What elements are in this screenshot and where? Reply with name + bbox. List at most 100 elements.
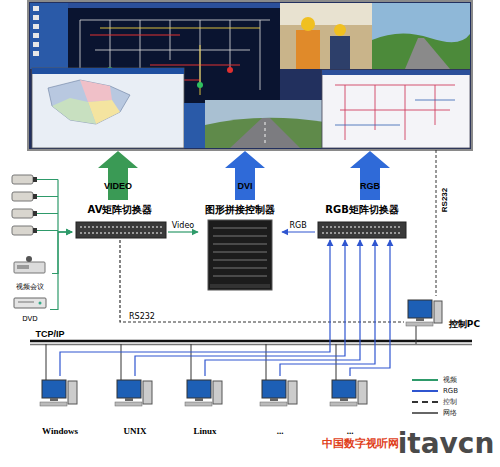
computer-symbol bbox=[125, 398, 133, 401]
matrix-switcher: RGB矩阵切换器 bbox=[315, 204, 409, 240]
video-wall bbox=[33, 33, 39, 38]
source-device: DVD bbox=[10, 295, 50, 324]
legend-swatch bbox=[412, 412, 438, 414]
camera-symbol bbox=[33, 177, 37, 182]
computer-symbol bbox=[330, 402, 357, 406]
video-wall bbox=[230, 118, 300, 148]
camera-symbol bbox=[12, 192, 33, 201]
matrix-switcher bbox=[76, 222, 166, 238]
legend-label: 视频 bbox=[443, 375, 457, 385]
splicing-controller bbox=[208, 220, 272, 290]
camera-symbol bbox=[12, 175, 37, 235]
video-wall bbox=[372, 3, 470, 69]
video-wall bbox=[372, 33, 470, 69]
video-wall bbox=[205, 100, 325, 148]
connector-label: Video bbox=[172, 221, 194, 230]
legend-swatch bbox=[412, 401, 438, 403]
node-label: Linux bbox=[193, 427, 216, 437]
node-label: 图形拼接控制器 bbox=[205, 204, 275, 215]
signal-arrow bbox=[350, 151, 390, 200]
video-wall bbox=[184, 103, 205, 148]
signal-label: VIDEO bbox=[104, 181, 132, 191]
computer-symbol bbox=[195, 398, 203, 401]
computer-symbol bbox=[187, 380, 211, 398]
conference-device bbox=[26, 256, 32, 262]
video-wall bbox=[28, 1, 472, 150]
camera-symbol bbox=[12, 175, 33, 184]
workstation: Windows bbox=[35, 376, 85, 437]
video-wall bbox=[33, 51, 39, 56]
node-label: RGB矩阵切换器 bbox=[325, 204, 399, 215]
signal-line bbox=[282, 231, 315, 232]
computer-symbol bbox=[213, 381, 222, 404]
signal-arrow bbox=[225, 151, 265, 200]
connector-label: RS232 bbox=[129, 312, 155, 321]
dvd-player bbox=[39, 302, 42, 305]
signal-line bbox=[350, 240, 390, 376]
video-wall bbox=[265, 122, 266, 146]
legend-row: 网络 bbox=[412, 407, 494, 418]
video-wall bbox=[80, 80, 112, 102]
matrix-switcher bbox=[80, 227, 162, 233]
legend-label: 网络 bbox=[443, 408, 457, 418]
computer-symbol bbox=[50, 398, 58, 401]
computer-symbol bbox=[332, 380, 356, 398]
signal-line bbox=[280, 240, 375, 376]
dvd-player bbox=[18, 302, 34, 303]
signal-line bbox=[168, 231, 198, 232]
conference-device bbox=[14, 256, 45, 273]
legend-row: RGB bbox=[412, 385, 494, 396]
signal-line bbox=[135, 240, 345, 376]
legend-row: 视频 bbox=[412, 374, 494, 385]
computer-symbol bbox=[262, 380, 286, 398]
video-wall bbox=[335, 85, 455, 140]
matrix-switcher: AV矩阵切换器 bbox=[72, 204, 168, 240]
legend-label: 控制 bbox=[443, 397, 457, 407]
camera-symbol bbox=[12, 226, 33, 235]
legend-label: RGB bbox=[443, 387, 458, 395]
video-wall bbox=[334, 24, 346, 36]
video-wire bbox=[37, 180, 72, 233]
video-wall bbox=[32, 68, 184, 74]
legend-swatch bbox=[412, 379, 438, 381]
signal-line bbox=[50, 232, 72, 310]
node-label: ... bbox=[347, 427, 354, 437]
signal-label: RS232 bbox=[440, 188, 449, 212]
computer-symbol bbox=[260, 402, 287, 406]
legend-row: 控制 bbox=[412, 396, 494, 407]
watermark: itavcn bbox=[398, 427, 495, 460]
splicing-controller bbox=[213, 228, 267, 276]
camera-symbol bbox=[12, 209, 33, 218]
network-wire bbox=[46, 322, 416, 380]
node-label: UNIX bbox=[123, 427, 146, 437]
node-label: 视频会议 bbox=[16, 284, 44, 292]
network-wire bbox=[46, 322, 416, 380]
video-wall bbox=[405, 38, 450, 69]
signal-label: DVI bbox=[237, 181, 252, 191]
video-wall bbox=[280, 3, 372, 25]
workstation: UNIX bbox=[110, 376, 160, 437]
video-wall bbox=[335, 100, 455, 125]
computer-symbol bbox=[42, 380, 66, 398]
node-label: Windows bbox=[42, 427, 78, 437]
video-wall bbox=[322, 70, 470, 148]
splicing-controller bbox=[210, 284, 270, 288]
computer-symbol bbox=[288, 381, 297, 404]
network-bus bbox=[30, 341, 472, 345]
network-bus bbox=[30, 344, 472, 346]
control-wire bbox=[436, 150, 437, 296]
workstation: ... bbox=[255, 376, 305, 437]
video-wall bbox=[33, 15, 39, 20]
splicing-controller bbox=[208, 220, 272, 290]
video-wall bbox=[33, 42, 39, 47]
video-wall bbox=[48, 80, 130, 124]
dvd-player bbox=[14, 298, 46, 308]
signal-line bbox=[52, 232, 72, 274]
workstation: Linux bbox=[180, 376, 230, 437]
computer-symbol bbox=[340, 398, 348, 401]
legend-swatch bbox=[412, 390, 438, 392]
video-wall bbox=[197, 82, 203, 88]
